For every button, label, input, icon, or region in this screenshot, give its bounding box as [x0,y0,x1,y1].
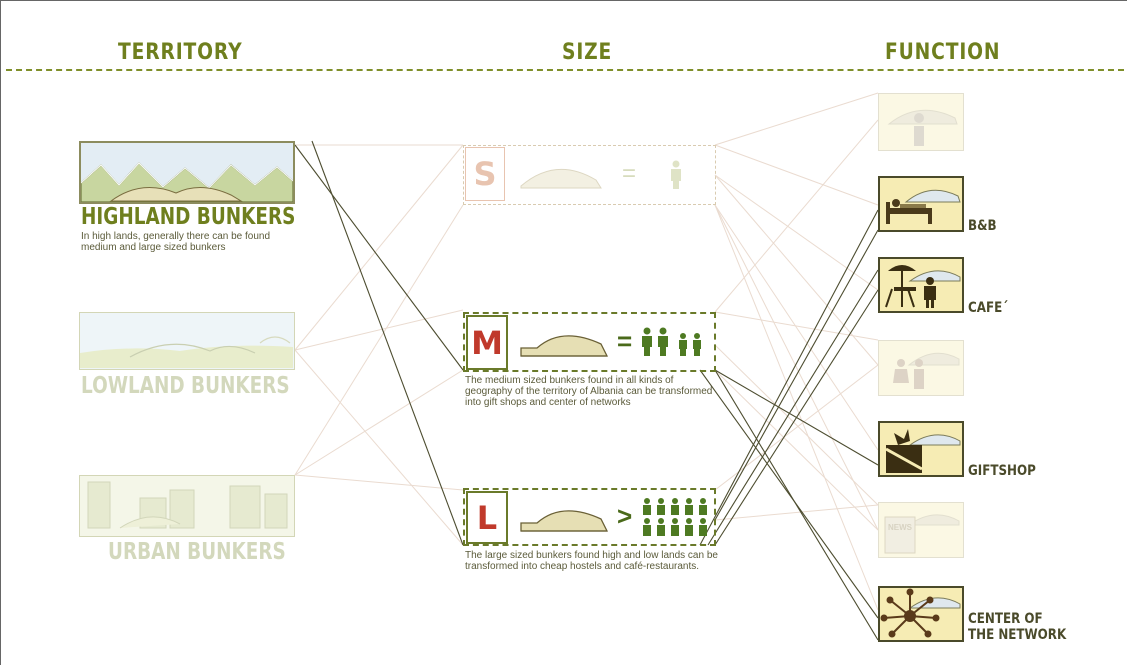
header-divider [6,69,1124,71]
size-large-letter: L [466,491,508,544]
gift-icon [885,429,961,473]
size-large-operator: > [617,501,633,531]
size-small-box: S = [463,145,716,205]
news-function-image: NEWS [878,502,964,558]
highland-bunkers-desc: In high lands, generally there can be fo… [81,231,271,253]
size-large-box: L > [463,488,716,546]
size-header: SIZE [562,40,613,65]
bed-icon [886,189,961,224]
small-bunker-icon [520,168,602,189]
people-group-icon [642,327,701,356]
function-header: FUNCTION [885,40,1001,65]
newspaper-icon [884,514,960,554]
highland-bunkers-image [79,141,295,204]
network-function-image [878,586,964,642]
size-small-letter: S [465,147,505,201]
cafe-function-image [878,257,964,313]
mountain-icon [81,162,293,202]
bnb-label: B&B [968,218,997,234]
size-medium-letter: M [466,315,508,370]
news-sign-text: NEWS [888,523,912,532]
crowd-icon [643,498,707,536]
urban-bunkers-image [79,475,295,537]
lowland-bunkers-image [79,312,295,370]
size-medium-desc: The medium sized bunkers found in all ki… [465,375,713,408]
person-icon [671,160,681,189]
giftshop-function-image [878,421,964,477]
size-medium-operator: = [617,326,633,356]
size-medium-box: M = [463,312,716,372]
info-icon [887,109,958,146]
large-bunker-icon [520,510,609,532]
lowland-bunkers-title: LOWLAND BUNKERS [81,373,290,399]
info-function-image [878,93,964,151]
medium-bunker-icon [520,335,609,357]
cafe-icon [885,265,961,308]
territory-header: TERRITORY [118,40,243,65]
bnb-function-image [878,176,964,232]
cafe-label: CAFE´ [968,300,1009,316]
restroom-icon [893,352,960,389]
urban-bunkers-title: URBAN BUNKERS [108,539,286,565]
size-small-operator: = [622,160,637,187]
active-connectors [294,140,879,641]
giftshop-label: GIFTSHOP [968,463,1036,479]
restroom-function-image [878,340,964,396]
lowland-icon [80,336,293,368]
highland-bunkers-title: HIGHLAND BUNKERS [81,204,296,230]
network-icon [880,588,961,638]
faded-connectors [294,92,879,611]
city-icon [87,481,288,529]
network-label-line1: CENTER OF [968,611,1043,627]
network-label-line2: THE NETWORK [968,627,1067,643]
size-large-desc: The large sized bunkers found high and l… [465,550,718,572]
